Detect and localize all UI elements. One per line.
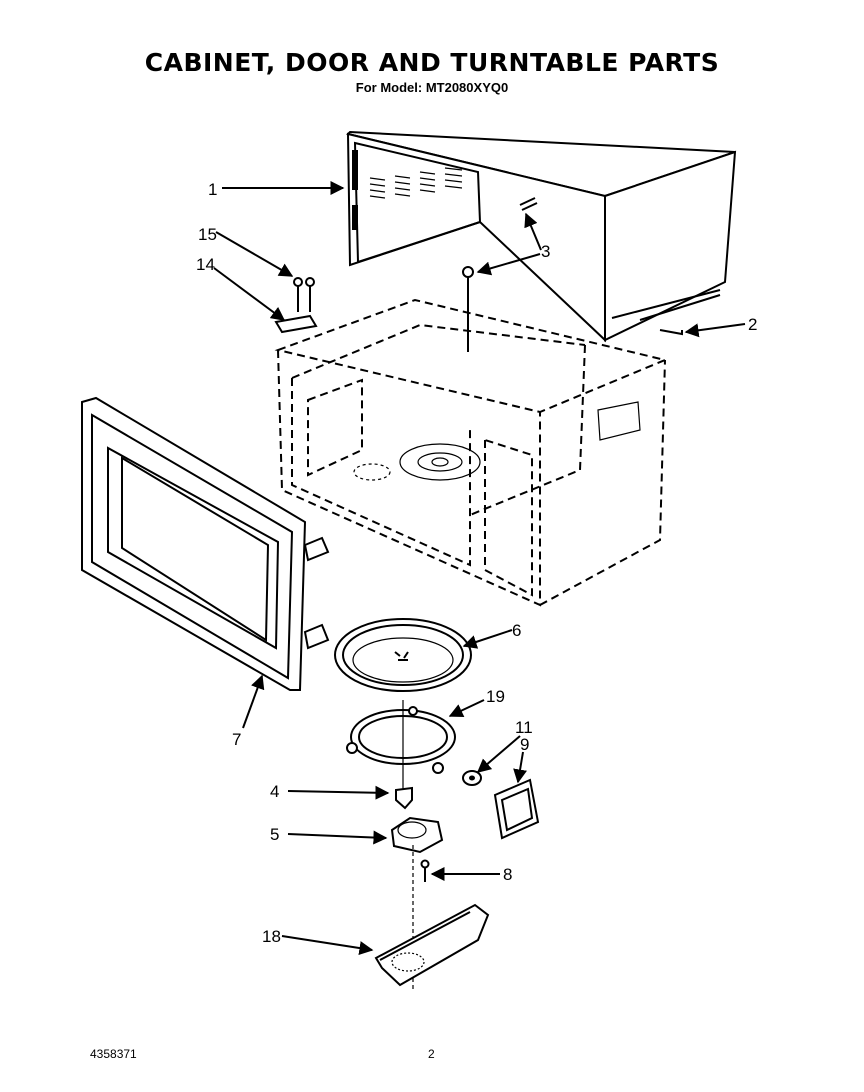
screw-part-2 xyxy=(659,329,683,336)
callout-6: 6 xyxy=(512,621,521,640)
outer-cabinet-part xyxy=(346,130,737,343)
page-number: 2 xyxy=(428,1047,435,1061)
screw-part-3 xyxy=(462,197,538,352)
coupler-part-4 xyxy=(395,786,413,810)
callout-2: 2 xyxy=(748,315,757,334)
callout-15: 15 xyxy=(198,225,217,244)
callout-4: 4 xyxy=(270,782,279,801)
callout-8: 8 xyxy=(503,865,512,884)
callout-11: 11 xyxy=(515,718,533,737)
leader-lines xyxy=(213,181,746,955)
motor-bracket-part-18 xyxy=(374,903,490,987)
model-subtitle: For Model: MT2080XYQ0 xyxy=(355,80,509,95)
oven-chassis xyxy=(274,298,669,607)
document-number: 4358371 xyxy=(90,1047,137,1061)
callout-labels: 1 15 14 3 2 6 7 19 11 9 4 5 8 18 xyxy=(196,180,757,946)
callout-1: 1 xyxy=(208,180,217,199)
roller-ring-part xyxy=(346,700,456,790)
screw-part-8 xyxy=(420,859,430,882)
glass-tray-part xyxy=(334,618,472,692)
hinge-part-14-15 xyxy=(274,277,318,334)
callout-19: 19 xyxy=(486,687,505,706)
callout-7: 7 xyxy=(232,730,241,749)
callout-3: 3 xyxy=(541,242,550,261)
callout-18: 18 xyxy=(262,927,281,946)
page-title: CABINET, DOOR AND TURNTABLE PARTS xyxy=(144,48,720,77)
washer-part-11 xyxy=(462,770,482,786)
callout-14: 14 xyxy=(196,255,215,274)
callout-9: 9 xyxy=(520,735,529,754)
turntable-motor-part-5 xyxy=(390,816,444,990)
callout-5: 5 xyxy=(270,825,279,844)
door-part xyxy=(81,396,330,691)
cover-part-9 xyxy=(493,778,540,840)
